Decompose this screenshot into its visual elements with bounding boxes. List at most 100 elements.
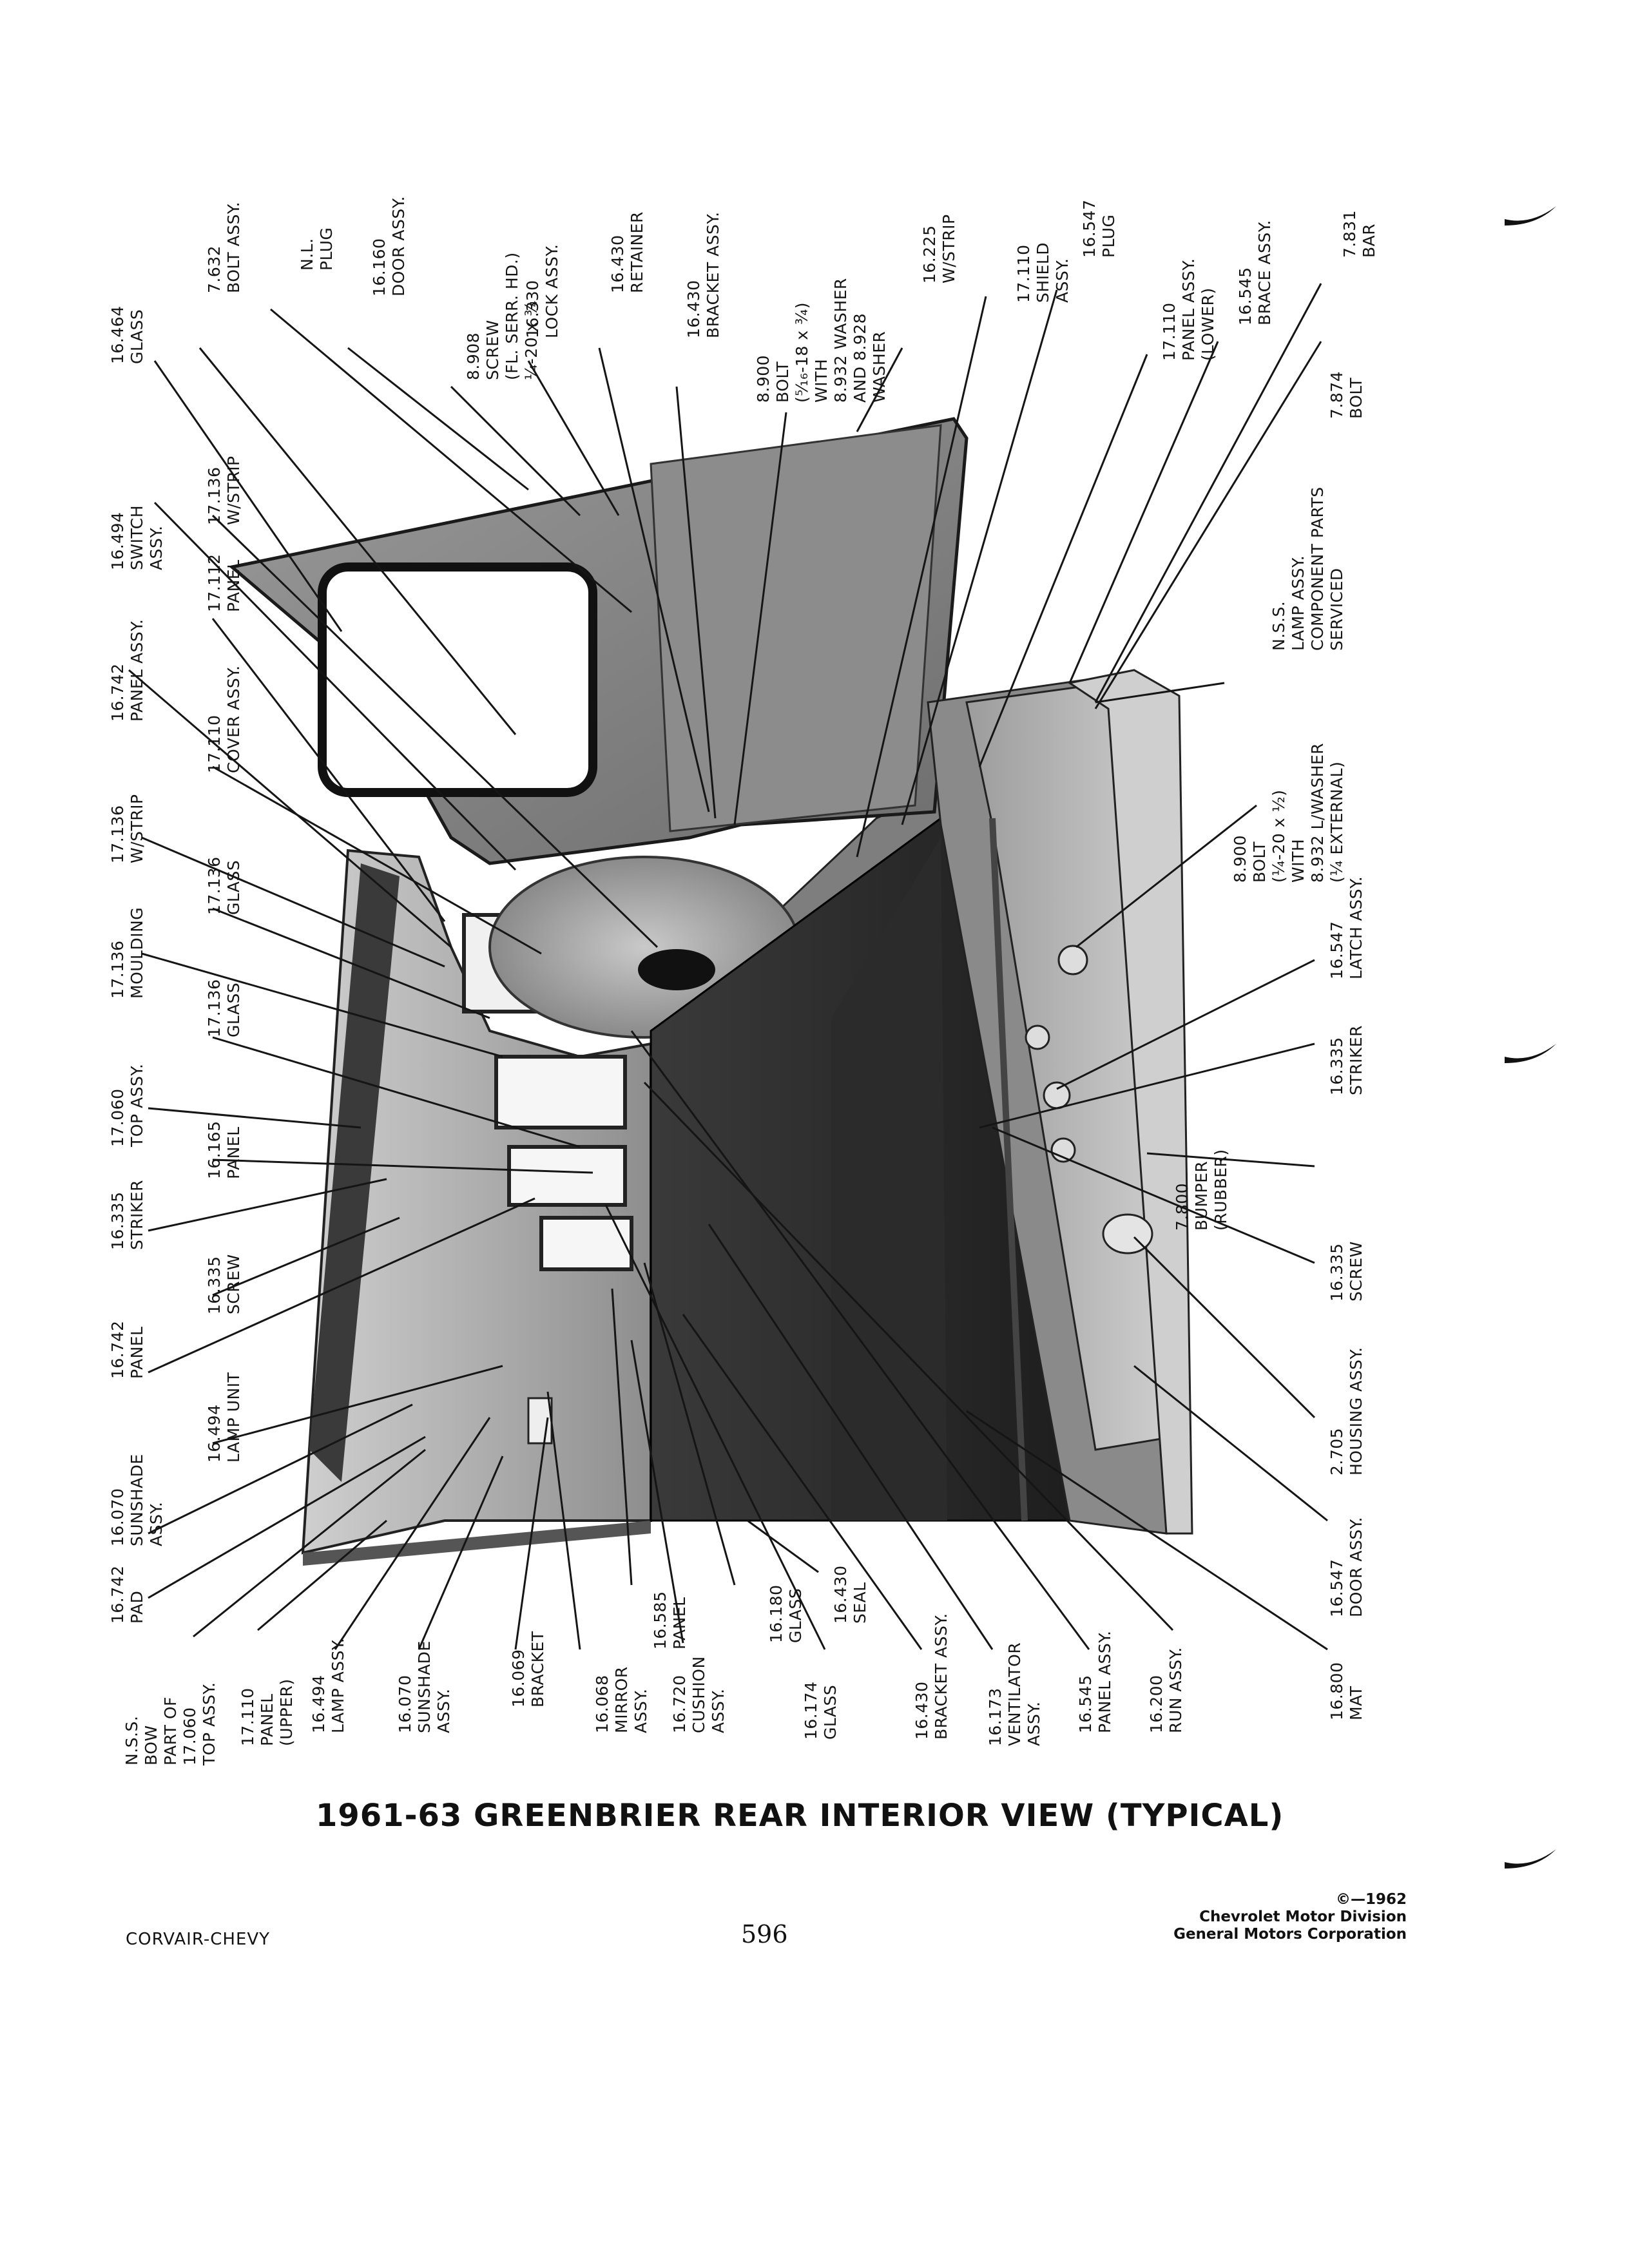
callout-line: 16.335 bbox=[108, 1191, 127, 1250]
callout-line: 16.430 bbox=[684, 280, 703, 338]
callout-line: VENTILATOR bbox=[1005, 1642, 1024, 1746]
callout-line: PANEL ASSY. bbox=[128, 619, 146, 722]
callout-line: 16.068 bbox=[593, 1675, 612, 1733]
callout-line: N.S.S. bbox=[122, 1715, 141, 1765]
callout-line: GLASS bbox=[786, 1588, 805, 1643]
callout-line: PANEL ASSY. bbox=[1095, 1630, 1114, 1733]
callout-line: 16.070 bbox=[108, 1488, 127, 1546]
callout-line: 7.874 bbox=[1327, 370, 1346, 419]
callout-line: TOP ASSY. bbox=[200, 1682, 218, 1765]
callout-line: PANEL bbox=[128, 1326, 146, 1379]
callout-line: MAT bbox=[1347, 1686, 1365, 1720]
callout-line: N.L. bbox=[298, 238, 316, 271]
callout-line: ASSY. bbox=[147, 525, 166, 571]
callout-line: W/STRIP bbox=[940, 214, 958, 284]
figure-title: 1961-63 GREENBRIER REAR INTERIOR VIEW (T… bbox=[316, 1798, 1284, 1834]
callout-line: CUSHION bbox=[689, 1656, 708, 1733]
callout-line: 7.632 bbox=[205, 245, 224, 293]
callout-line: SWITCH bbox=[128, 505, 146, 570]
callout-line: SCREW bbox=[1347, 1241, 1365, 1302]
callout-line: 16.464 bbox=[108, 305, 127, 364]
callout-line: 16.545 bbox=[1236, 267, 1255, 325]
callout-line: 16.800 bbox=[1327, 1662, 1346, 1720]
callout-line: BAR bbox=[1360, 223, 1378, 258]
leader-lines bbox=[128, 283, 1328, 1651]
callout-line: GLASS bbox=[128, 309, 146, 364]
callout-line: SEAL bbox=[851, 1582, 869, 1624]
callout-line: 17.110 bbox=[1160, 302, 1179, 361]
callout-line: ASSY. bbox=[1025, 1701, 1043, 1747]
callout-line: (⁵⁄₁₆-18 x ¾) bbox=[793, 302, 811, 403]
callout-line: N.S.S. bbox=[1269, 601, 1288, 651]
van-body bbox=[228, 417, 1193, 1566]
callout-line: WASHER bbox=[870, 331, 889, 403]
callout-line: DOOR ASSY. bbox=[389, 196, 408, 296]
callout-line: LOCK ASSY. bbox=[543, 244, 561, 338]
callout-line: SHIELD bbox=[1034, 242, 1052, 303]
callout-line: SCREW bbox=[224, 1254, 243, 1314]
callout-line: PANEL ASSY. bbox=[1179, 258, 1198, 361]
callout-line: LATCH ASSY. bbox=[1347, 876, 1365, 979]
callout-line: BOLT bbox=[773, 361, 792, 403]
callout-line: BUMPER bbox=[1192, 1160, 1211, 1231]
copyright-corporation: General Motors Corporation bbox=[1173, 1926, 1407, 1943]
callout-line: WITH bbox=[1289, 838, 1307, 883]
callout-line: 16.200 bbox=[1147, 1675, 1166, 1733]
copyright-block: ©—1962 Chevrolet Motor Division General … bbox=[1173, 1891, 1407, 1943]
callout-line: 16.547 bbox=[1327, 921, 1346, 979]
callout-line: PLUG bbox=[1099, 214, 1118, 258]
callout-line: DOOR ASSY. bbox=[1347, 1517, 1365, 1617]
callout-line: 16.547 bbox=[1327, 1559, 1346, 1617]
callout-line: GLASS bbox=[821, 1684, 840, 1740]
callout-line: 16.720 bbox=[670, 1675, 689, 1733]
callout-line: STRIKER bbox=[128, 1180, 146, 1250]
callout-line: PLUG bbox=[317, 227, 336, 271]
callout-line: 16.742 bbox=[108, 1565, 127, 1624]
callout-line: 16.547 bbox=[1080, 199, 1099, 258]
callout-line: 16.494 bbox=[205, 1404, 224, 1463]
callout-line: (LOWER) bbox=[1199, 287, 1217, 361]
callout-line: 16.335 bbox=[205, 1256, 224, 1314]
callout-line: (¼ EXTERNAL) bbox=[1327, 761, 1346, 883]
callout-line: 8.900 bbox=[1231, 834, 1249, 883]
callout-line: 17.136 bbox=[108, 805, 127, 863]
callout-line: 17.110 bbox=[1014, 244, 1033, 303]
callout-line: SUNSHADE bbox=[415, 1640, 434, 1733]
callout-line: 17.136 bbox=[205, 979, 224, 1037]
callout-line: 16.430 bbox=[912, 1681, 931, 1740]
callout-line: PANEL bbox=[258, 1693, 276, 1746]
callout-line: BOW bbox=[142, 1725, 160, 1765]
callout-line: BRACKET ASSY. bbox=[932, 1613, 950, 1740]
callout-line: HOUSING ASSY. bbox=[1347, 1347, 1365, 1475]
callout-line: 16.069 bbox=[509, 1649, 528, 1707]
callout-line: 7.831 bbox=[1340, 209, 1359, 258]
callout-line: 16.585 bbox=[651, 1591, 670, 1649]
